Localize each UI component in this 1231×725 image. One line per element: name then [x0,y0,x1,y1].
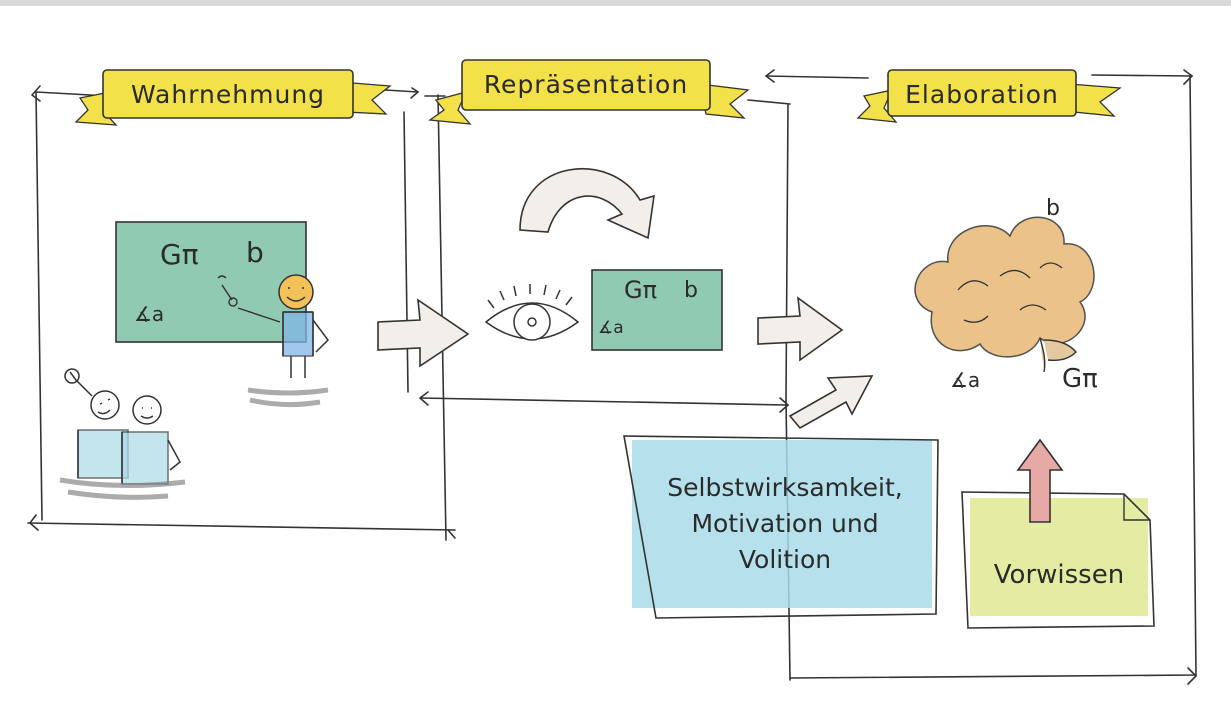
banner-wahrnehmung [74,69,392,126]
board-symbol-pi: Gπ [160,238,199,271]
arrow-motivation-to-elaboration [788,375,874,430]
selbstwirksamkeit-note-shape [623,435,939,619]
arrow-wahrnehmung-to-repraesentation [377,298,470,368]
selbstwirksamkeit-note-text: Selbstwirksamkeit, Motivation und Voliti… [667,473,903,574]
board-symbol-b: b [246,236,264,269]
card-symbol-angle: ∡a [598,318,624,338]
repraesentation-frame [403,95,791,413]
card-symbol-pi: Gπ [624,276,658,304]
banner-repraesentation [428,59,750,125]
elaboration-frame [765,69,1198,685]
vorwissen-note-text: Vorwissen [993,560,1125,590]
eye-icon [484,284,580,341]
banner-elaboration [856,69,1122,123]
brain-symbol-b: b [1046,196,1060,221]
memory-card [591,269,723,351]
arrow-vorwissen-up [1016,438,1064,523]
brain-illustration [914,216,1095,373]
board-symbol-angle: ∡a [134,302,165,326]
brain-symbol-angle: ∡a [950,368,981,392]
teacher-figure [247,274,329,408]
card-symbol-b: b [684,278,698,303]
vorwissen-note-shape [961,491,1155,629]
brain-symbol-pi: Gπ [1062,364,1098,394]
stage-label-elaboration: Elaboration [905,80,1059,109]
stage-label-repraesentation: Repräsentation [483,70,689,99]
curved-arrow [519,168,655,240]
top-strip [0,0,1231,6]
stage-label-wahrnehmung: Wahrnehmung [130,80,326,109]
arrow-repraesentation-to-elaboration [757,296,844,362]
chalkboard [115,221,307,343]
students-figure [59,368,186,500]
